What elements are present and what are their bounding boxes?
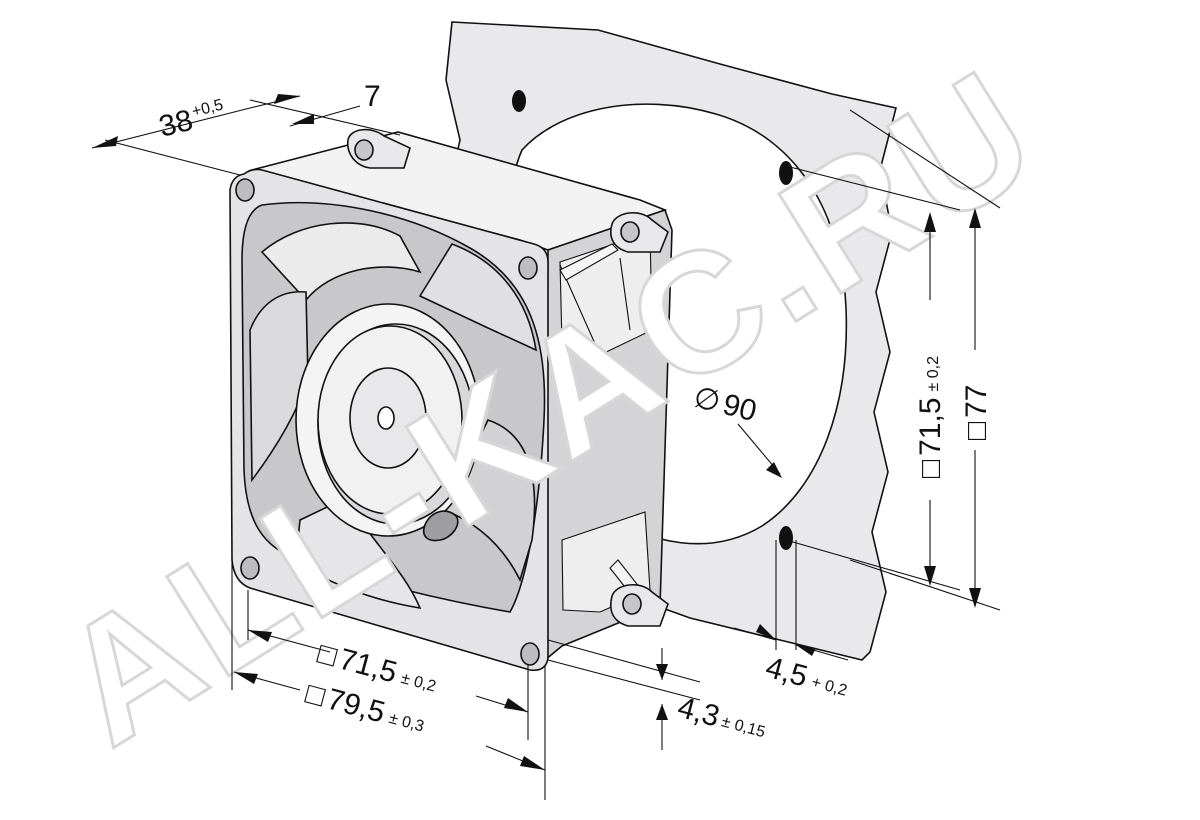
extension-line (547, 659, 701, 701)
arrow-head (969, 208, 981, 228)
dim-line-hole-diameter (733, 627, 777, 641)
extension-line (249, 99, 401, 136)
arrow-head (656, 664, 668, 680)
arrow-head (92, 136, 118, 148)
label-depth: 38+0,5 (156, 96, 229, 144)
label-flange: 7 (364, 80, 381, 113)
arrow-head (924, 566, 936, 586)
spoke-upper (559, 243, 619, 281)
extension-line (785, 165, 961, 211)
extension-line (547, 639, 701, 683)
rear-lug-hole (620, 221, 640, 243)
dimension-lines (91, 94, 1001, 800)
panel-hole-bottom-right (779, 526, 793, 550)
fan (229, 128, 673, 672)
label-cutout-diameter: ∅90 (690, 381, 760, 428)
blade-3 (442, 419, 536, 583)
hub-label-tab (422, 510, 459, 542)
front-hole-top-right (518, 256, 538, 280)
arrow-head (924, 212, 936, 232)
blade-2 (418, 243, 538, 352)
label-panel-size: □77 (960, 385, 993, 441)
rear-lug-hole (354, 139, 374, 161)
extension-line (104, 139, 241, 176)
arrow-head (969, 588, 981, 608)
label-hole-diameter: 4,5+ 0,2 (762, 651, 852, 705)
blade-1 (260, 222, 422, 302)
front-hole-bottom-left (240, 556, 260, 580)
arrow-head (520, 756, 545, 770)
label-hole-spacing-panel: □71,5± 0,2 (914, 356, 947, 478)
dim-line-depth (91, 107, 251, 149)
dimension-labels: 38+0,5 7 □71,5± 0,2 □79,5± 0,3 4,3± 0,15… (156, 80, 993, 746)
label-flange-thickness: 4,3± 0,15 (674, 691, 770, 746)
side-strut-line (619, 257, 631, 331)
arrow-head (274, 94, 300, 104)
hub-shaft (377, 406, 395, 430)
label-hole-spacing-front: □71,5± 0,2 (314, 637, 440, 700)
arrow-head (504, 698, 528, 712)
arrow-head (292, 114, 314, 124)
arrow-head (766, 462, 782, 478)
extension-line (849, 109, 1001, 209)
panel-hole-top-left (512, 90, 526, 112)
arrow-head (248, 630, 272, 642)
arrow-head (234, 672, 258, 684)
front-hole-bottom-right (520, 642, 540, 666)
arrow-head (796, 645, 816, 656)
arrow-head (656, 704, 668, 720)
arrow-head (756, 624, 776, 640)
front-hole-top-left (235, 178, 255, 202)
rear-lug-hole (622, 593, 642, 615)
